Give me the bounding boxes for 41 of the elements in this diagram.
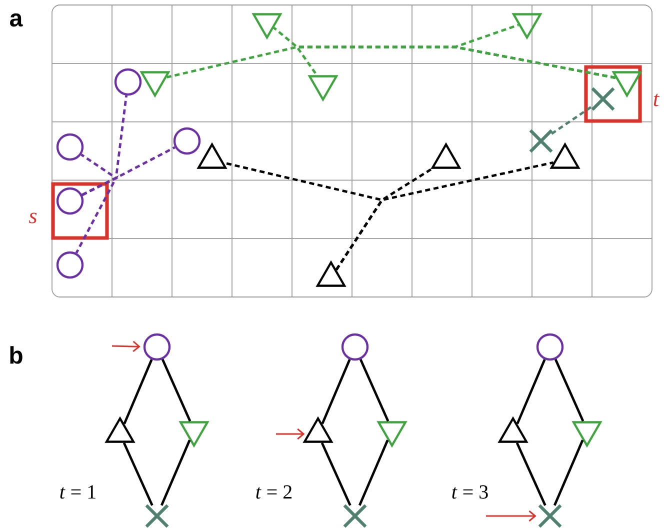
- edge-line: [160, 440, 191, 506]
- cross-marker: [528, 128, 554, 154]
- arrow: [112, 340, 140, 352]
- cross-marker: [342, 504, 368, 528]
- node-label: t: [654, 94, 660, 106]
- edge-line: [320, 442, 352, 506]
- edge-line: [358, 440, 389, 506]
- panel-label: a: [10, 13, 23, 27]
- arrow: [486, 510, 536, 522]
- dashed-line: [75, 175, 119, 254]
- circle-marker: [341, 333, 369, 361]
- circle-marker: [56, 251, 84, 279]
- panel-label: b: [10, 346, 22, 364]
- edge-line: [123, 359, 153, 424]
- dashed-line: [550, 105, 594, 135]
- highlight-square: [584, 65, 642, 123]
- edge-line: [161, 358, 192, 422]
- highlight-square: [51, 182, 109, 240]
- circle-marker: [173, 127, 201, 155]
- circle-marker: [143, 333, 171, 361]
- circle-marker: [56, 133, 84, 161]
- dashed-line: [450, 24, 616, 79]
- edge-line: [516, 442, 546, 506]
- node-label: s: [29, 212, 37, 224]
- edge-line: [553, 440, 584, 506]
- circle-marker: [114, 68, 142, 96]
- cross-marker: [590, 86, 616, 112]
- cross-marker: [144, 504, 170, 528]
- edge-line: [321, 359, 351, 424]
- edge-line: [554, 358, 584, 422]
- step-label: t = 3: [452, 485, 488, 499]
- cross-marker: [538, 504, 562, 528]
- circle-marker: [56, 187, 84, 215]
- edge-line: [359, 358, 390, 422]
- arrow: [276, 428, 305, 440]
- step-label: t = 1: [60, 485, 96, 499]
- step-label: t = 2: [256, 485, 292, 499]
- dashed-line: [335, 161, 554, 270]
- edge-line: [122, 442, 154, 506]
- edge-line: [516, 359, 546, 424]
- circle-marker: [536, 333, 564, 361]
